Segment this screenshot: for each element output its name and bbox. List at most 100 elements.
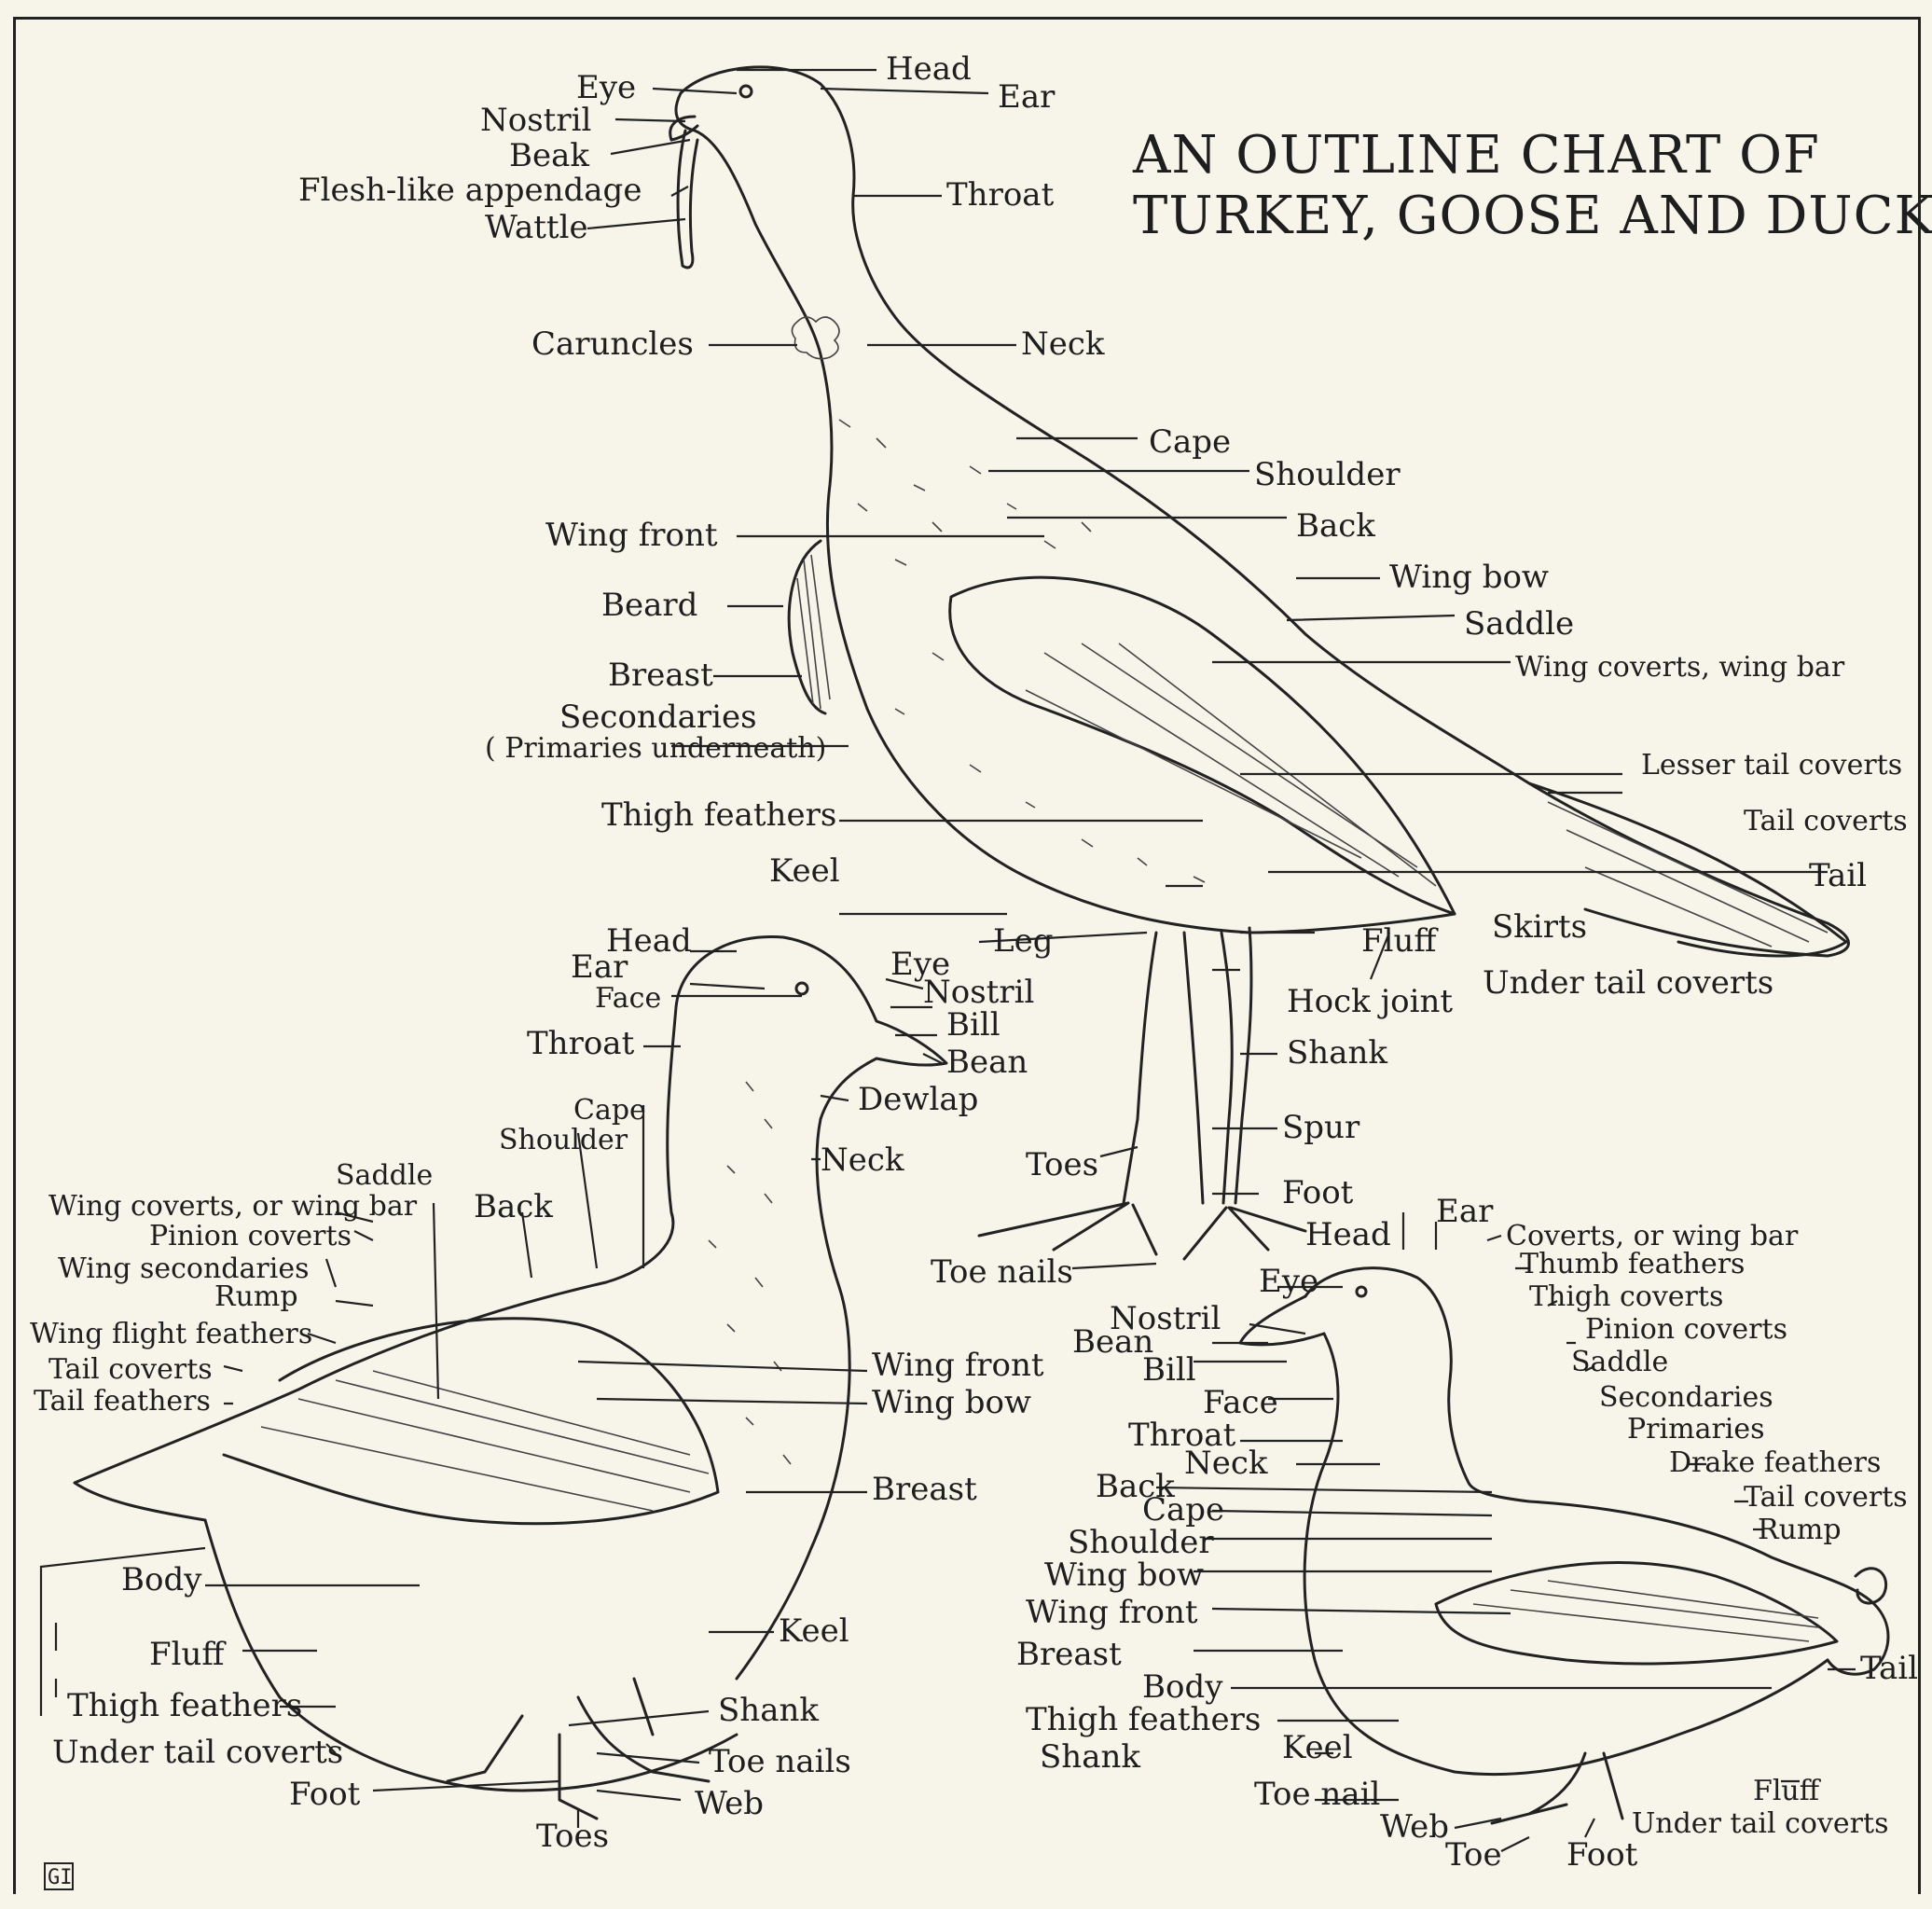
duck-label-keel: Keel <box>1282 1729 1353 1766</box>
duck-eye <box>1357 1287 1366 1296</box>
goose-label-toes: Toes <box>536 1818 609 1855</box>
goose-label-neck: Neck <box>821 1141 904 1179</box>
turkey-label-skirts: Skirts <box>1492 908 1587 946</box>
duck-label-tail: Tail <box>1860 1650 1918 1687</box>
duck-label-neck: Neck <box>1184 1445 1268 1482</box>
title-line-1: AN OUTLINE CHART OF <box>1132 125 1820 186</box>
duck-label-cape: Cape <box>1142 1491 1224 1529</box>
duck-label-breast: Breast <box>1016 1636 1122 1673</box>
corner-stamp: GI <box>45 1863 73 1889</box>
duck-bill <box>1240 1296 1324 1345</box>
turkey-label-breast: Breast <box>608 657 713 694</box>
goose-label-cape: Cape <box>573 1094 646 1127</box>
turkey-label-tail: Tail <box>1809 857 1867 894</box>
turkey-label-neck: Neck <box>1021 325 1105 363</box>
duck-label-saddle: Saddle <box>1571 1346 1668 1378</box>
duck-label-wing-bow: Wing bow <box>1044 1556 1204 1594</box>
title-block: AN OUTLINE CHART OF TURKEY, GOOSE AND DU… <box>1132 125 1932 246</box>
turkey-label-wing-front: Wing front <box>545 517 718 554</box>
duck-curl <box>1856 1569 1886 1603</box>
goose-label-breast: Breast <box>872 1471 977 1508</box>
duck-label-drake-feathers: Drake feathers <box>1669 1446 1881 1479</box>
duck-label-ear: Ear <box>1436 1193 1494 1230</box>
goose-label-wing-bow: Wing bow <box>872 1384 1031 1421</box>
goose-label-under-tail-coverts: Under tail coverts <box>52 1734 343 1771</box>
goose-label-throat: Throat <box>527 1025 635 1062</box>
goose-head-neck <box>676 936 946 1679</box>
duck-label-wing-front: Wing front <box>1026 1594 1198 1631</box>
duck-label-foot: Foot <box>1566 1836 1638 1874</box>
turkey-label-head: Head <box>886 50 972 88</box>
turkey-label-foot: Foot <box>1282 1174 1354 1211</box>
turkey-label-saddle: Saddle <box>1464 605 1574 643</box>
goose-label-foot: Foot <box>289 1776 361 1813</box>
goose-label-keel: Keel <box>779 1612 849 1650</box>
goose-label-toe-nails: Toe nails <box>709 1743 851 1780</box>
goose-label-wing-front: Wing front <box>872 1347 1044 1384</box>
goose-label-face: Face <box>595 982 661 1015</box>
goose-label-shoulder: Shoulder <box>499 1124 628 1156</box>
turkey-label-leg: Leg <box>993 922 1053 960</box>
turkey-label-beard: Beard <box>601 587 697 624</box>
duck-feet <box>1492 1753 1622 1823</box>
stamp-text: GI <box>48 1866 73 1889</box>
duck-label-body: Body <box>1142 1668 1223 1706</box>
goose-feet <box>448 1679 709 1819</box>
goose-label-bill: Bill <box>946 1006 1000 1044</box>
turkey-label-throat: Throat <box>946 176 1055 214</box>
duck-label-toe: Toe <box>1445 1836 1502 1874</box>
goose-label-wing-coverts-or-wing-bar: Wing coverts, or wing bar <box>48 1190 418 1223</box>
turkey-label-primaries-underneath: ( Primaries underneath) <box>485 732 826 765</box>
turkey-label-toe-nails: Toe nails <box>931 1253 1073 1291</box>
duck-label-fluff: Fluff <box>1753 1775 1822 1807</box>
turkey-label-shank: Shank <box>1287 1034 1387 1072</box>
duck-label-bill: Bill <box>1142 1351 1196 1389</box>
turkey-label-hock-joint: Hock joint <box>1287 983 1453 1020</box>
turkey-label-fluff: Fluff <box>1361 922 1439 960</box>
turkey-label-wing-coverts-wing-bar: Wing coverts, wing bar <box>1515 651 1845 684</box>
goose-label-pinion-coverts: Pinion coverts <box>149 1220 352 1252</box>
goose-label-back: Back <box>474 1188 553 1225</box>
duck-label-secondaries: Secondaries <box>1599 1381 1773 1414</box>
goose-label-ear: Ear <box>571 948 628 986</box>
turkey-label-secondaries: Secondaries <box>559 699 757 736</box>
turkey-label-nostril: Nostril <box>480 102 591 139</box>
duck-label-thigh-feathers: Thigh feathers <box>1026 1701 1261 1738</box>
duck-label-primaries: Primaries <box>1627 1413 1765 1446</box>
duck-label-face: Face <box>1203 1384 1278 1421</box>
turkey-label-ear: Ear <box>998 78 1056 116</box>
turkey-label-wattle: Wattle <box>485 209 588 246</box>
turkey-label-spur: Spur <box>1282 1109 1360 1146</box>
turkey-label-caruncles: Caruncles <box>531 325 694 363</box>
goose-label-bean: Bean <box>946 1044 1028 1081</box>
turkey-label-tail-coverts: Tail coverts <box>1744 805 1908 837</box>
goose-label-body: Body <box>121 1561 202 1598</box>
turkey-label-back: Back <box>1296 507 1375 545</box>
goose-label-thigh-feathers: Thigh feathers <box>67 1687 302 1724</box>
goose-label-dewlap: Dewlap <box>858 1081 978 1118</box>
turkey-label-flesh-like-appendage: Flesh-like appendage <box>298 172 642 209</box>
goose-label-nostril: Nostril <box>923 974 1034 1011</box>
duck-label-shoulder: Shoulder <box>1068 1524 1214 1561</box>
turkey-feet <box>979 1203 1305 1259</box>
goose-label-fluff: Fluff <box>149 1636 227 1673</box>
duck-label-toe-nail: Toe nail <box>1254 1776 1380 1813</box>
goose-label-wing-flight-feathers: Wing flight feathers <box>30 1318 312 1350</box>
duck-label-head: Head <box>1305 1216 1391 1253</box>
turkey-label-lesser-tail-coverts: Lesser tail coverts <box>1641 749 1902 782</box>
turkey-label-wing-bow: Wing bow <box>1389 559 1549 596</box>
duck-label-rump: Rump <box>1758 1514 1842 1546</box>
duck-label-tail-coverts: Tail coverts <box>1744 1481 1908 1514</box>
duck-label-under-tail-coverts: Under tail coverts <box>1632 1807 1888 1840</box>
turkey-eye <box>740 86 752 97</box>
goose-label-shank: Shank <box>718 1692 819 1729</box>
duck-label-web: Web <box>1380 1808 1449 1846</box>
turkey-beard <box>789 541 825 713</box>
turkey-label-eye: Eye <box>576 69 636 106</box>
duck-label-thumb-feathers: Thumb feathers <box>1520 1248 1745 1280</box>
turkey-label-under-tail-coverts: Under tail coverts <box>1483 964 1773 1002</box>
turkey-label-toes: Toes <box>1026 1146 1098 1183</box>
goose-label-rump: Rump <box>214 1280 298 1313</box>
